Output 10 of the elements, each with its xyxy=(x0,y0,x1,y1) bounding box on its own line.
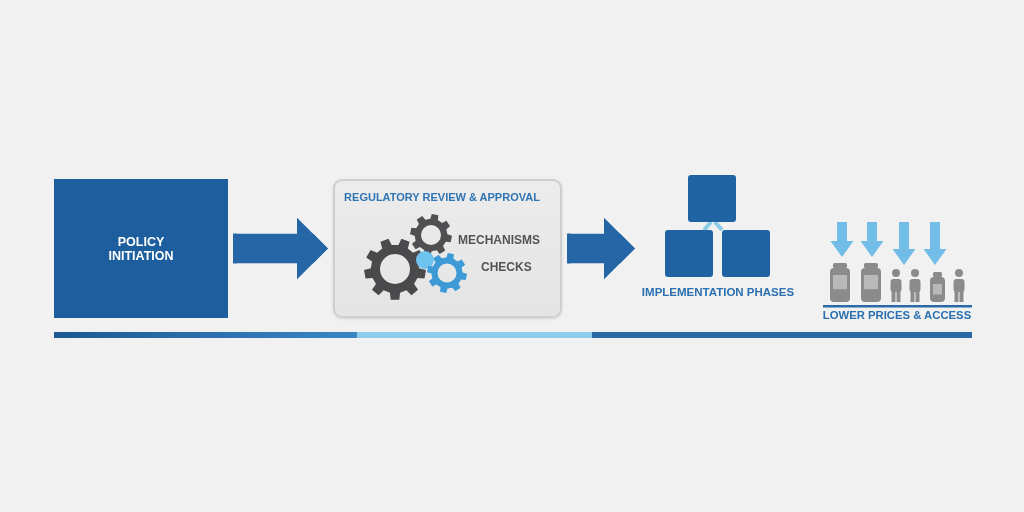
item-label: MECHANISMS xyxy=(458,234,540,248)
step-label: LOWER PRICES & ACCESS xyxy=(822,309,972,322)
review-panel xyxy=(333,179,562,318)
step-label: POLICY INITIATION xyxy=(108,234,174,263)
step-label: IMPLEMENTATION PHASES xyxy=(641,286,795,300)
item-label: CHECKS xyxy=(481,261,532,275)
process-box xyxy=(54,179,228,318)
arrow xyxy=(233,217,328,280)
arrow xyxy=(567,217,635,280)
panel-heading: REGULATORY REVIEW & APPROVAL xyxy=(344,191,540,204)
